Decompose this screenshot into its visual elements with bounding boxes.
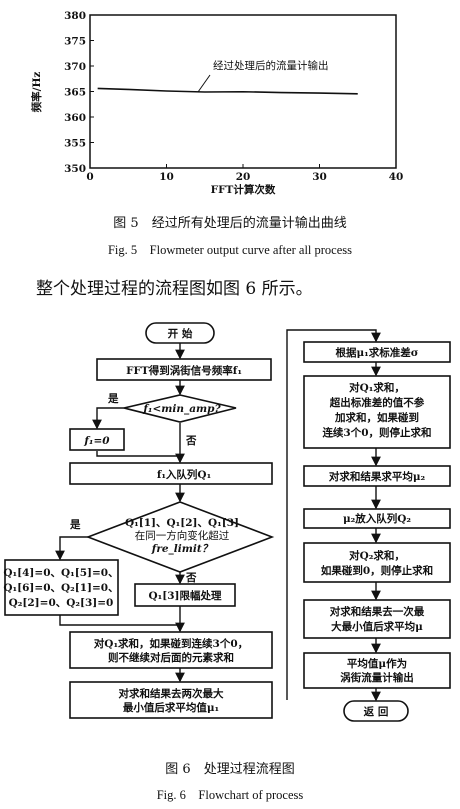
svg-text:根据μ₁求标准差σ: 根据μ₁求标准差σ: [335, 346, 418, 359]
svg-text:否: 否: [185, 572, 197, 584]
figure-6-flowchart: 开 始 FFT得到涡街信号频率f₁ f₁<min_amp? 是 否 f₁=0 f…: [3, 322, 451, 722]
svg-text:μ₂放入队列Q₂: μ₂放入队列Q₂: [343, 512, 411, 525]
svg-text:对求和结果求平均μ₂: 对求和结果求平均μ₂: [329, 470, 426, 483]
x-tick-label-1: 10: [159, 171, 174, 183]
svg-text:在同一方向变化超过: 在同一方向变化超过: [135, 529, 230, 542]
svg-text:是: 是: [107, 393, 119, 405]
svg-text:否: 否: [185, 435, 197, 447]
svg-text:连续3个0，则停止求和: 连续3个0，则停止求和: [322, 426, 431, 439]
flow-sum-q1: [69, 631, 273, 669]
svg-text:最小值后求平均值μ₁: 最小值后求平均值μ₁: [123, 701, 219, 714]
svg-text:Q₂[2]=0、Q₂[3]=0: Q₂[2]=0、Q₂[3]=0: [9, 597, 114, 609]
svg-text:超出标准差的值不参: 超出标准差的值不参: [329, 396, 425, 409]
svg-text:大最小值后求平均μ: 大最小值后求平均μ: [331, 620, 423, 633]
flow-std: [303, 341, 451, 363]
flow-output: [303, 652, 451, 689]
svg-text:如果碰到0，则停止求和: 如果碰到0，则停止求和: [321, 564, 433, 577]
body-paragraph: 整个处理过程的流程图如图 6 所示。: [36, 279, 313, 299]
svg-text:对Q₂求和，: 对Q₂求和，: [349, 549, 405, 562]
figure-5-caption-en: Fig. 5 Flowmeter output curve after all …: [107, 243, 353, 257]
x-tick-label-4: 40: [389, 171, 404, 183]
y-tick-label-4: 370: [64, 61, 86, 73]
svg-text:返 回: 返 回: [364, 705, 389, 718]
flow-limit: [134, 583, 236, 607]
annotation-leader: [197, 74, 211, 93]
svg-text:Q₁[4]=0、Q₁[5]=0、: Q₁[4]=0、Q₁[5]=0、: [3, 567, 118, 579]
flow-sum-q1-std: [303, 375, 451, 449]
flow-sum-q2: [303, 542, 451, 583]
flow-avg-mu2: [303, 465, 451, 487]
y-tick-label-1: 355: [64, 138, 86, 150]
svg-text:f₁<min_amp?: f₁<min_amp?: [142, 403, 221, 416]
flow-fft: [96, 358, 272, 381]
figure-5-chart: 0 10 20 30 40 350 355 360 365 370 375 380 经过处理后的流量计…: [30, 10, 404, 196]
flow-reset-queues: [4, 559, 119, 616]
series-line-0: [97, 87, 358, 95]
x-axis-label: FFT计算次数: [211, 183, 276, 196]
flow-avg-mu: [303, 599, 451, 639]
figure-6-caption-en: Fig. 6 Flowchart of process: [156, 788, 304, 802]
flow-cond-min-amp: [123, 394, 237, 423]
svg-text:对Q₁求和，如果碰到连续3个0，: 对Q₁求和，如果碰到连续3个0，: [94, 637, 248, 650]
flow-end: [343, 700, 409, 722]
svg-text:Q₁[3]限幅处理: Q₁[3]限幅处理: [149, 589, 222, 602]
y-tick-label-5: 375: [64, 36, 86, 48]
flow-avg-mu1: [69, 681, 273, 719]
y-tick-label-2: 360: [64, 112, 86, 124]
svg-text:是: 是: [69, 519, 81, 531]
svg-text:对Q₁求和，: 对Q₁求和，: [349, 381, 405, 394]
figure-6-caption-cn: 图 6 处理过程流程图: [165, 762, 295, 777]
svg-text:Q₁[1]、Q₁[2]、Q₁[3]: Q₁[1]、Q₁[2]、Q₁[3]: [125, 517, 239, 529]
y-tick-label-3: 365: [64, 87, 86, 99]
x-tick-label-3: 30: [312, 171, 327, 183]
x-tick-label-2: 20: [236, 171, 251, 183]
flow-cond-fre-limit: [85, 501, 275, 573]
svg-text:平均值μ作为: 平均值μ作为: [347, 657, 407, 670]
y-tick-label-6: 380: [64, 10, 86, 22]
svg-text:开 始: 开 始: [168, 327, 193, 340]
svg-text:Q₁[6]=0、Q₂[1]=0、: Q₁[6]=0、Q₂[1]=0、: [3, 582, 118, 594]
connectors: [55, 329, 381, 702]
flow-enqueue-q1: [69, 462, 273, 485]
flow-start: [145, 322, 215, 344]
svg-text:FFT得到涡街信号频率f₁: FFT得到涡街信号频率f₁: [126, 364, 242, 377]
flow-enqueue-q2: [303, 508, 451, 529]
svg-text:涡街流量计输出: 涡街流量计输出: [340, 671, 414, 684]
svg-text:f₁入队列Q₁: f₁入队列Q₁: [157, 468, 211, 481]
svg-text:加求和，如果碰到: 加求和，如果碰到: [334, 411, 419, 424]
annotation-text: 经过处理后的流量计输出: [213, 59, 329, 72]
y-axis-label: 频率/Hz: [30, 72, 43, 113]
svg-text:对求和结果去一次最: 对求和结果去一次最: [330, 605, 425, 618]
svg-text:f₁=0: f₁=0: [83, 435, 110, 447]
figure-5-caption-cn: 图 5 经过所有处理后的流量计输出曲线: [113, 216, 347, 231]
y-tick-label-0: 350: [64, 163, 86, 175]
svg-text:则不继续对后面的元素求和: 则不继续对后面的元素求和: [108, 651, 234, 664]
svg-text:fre_limit？: fre_limit？: [151, 543, 212, 556]
flow-set-zero: [69, 428, 125, 451]
x-tick-label-0: 0: [86, 171, 93, 183]
svg-text:对求和结果去两次最大: 对求和结果去两次最大: [119, 687, 224, 700]
